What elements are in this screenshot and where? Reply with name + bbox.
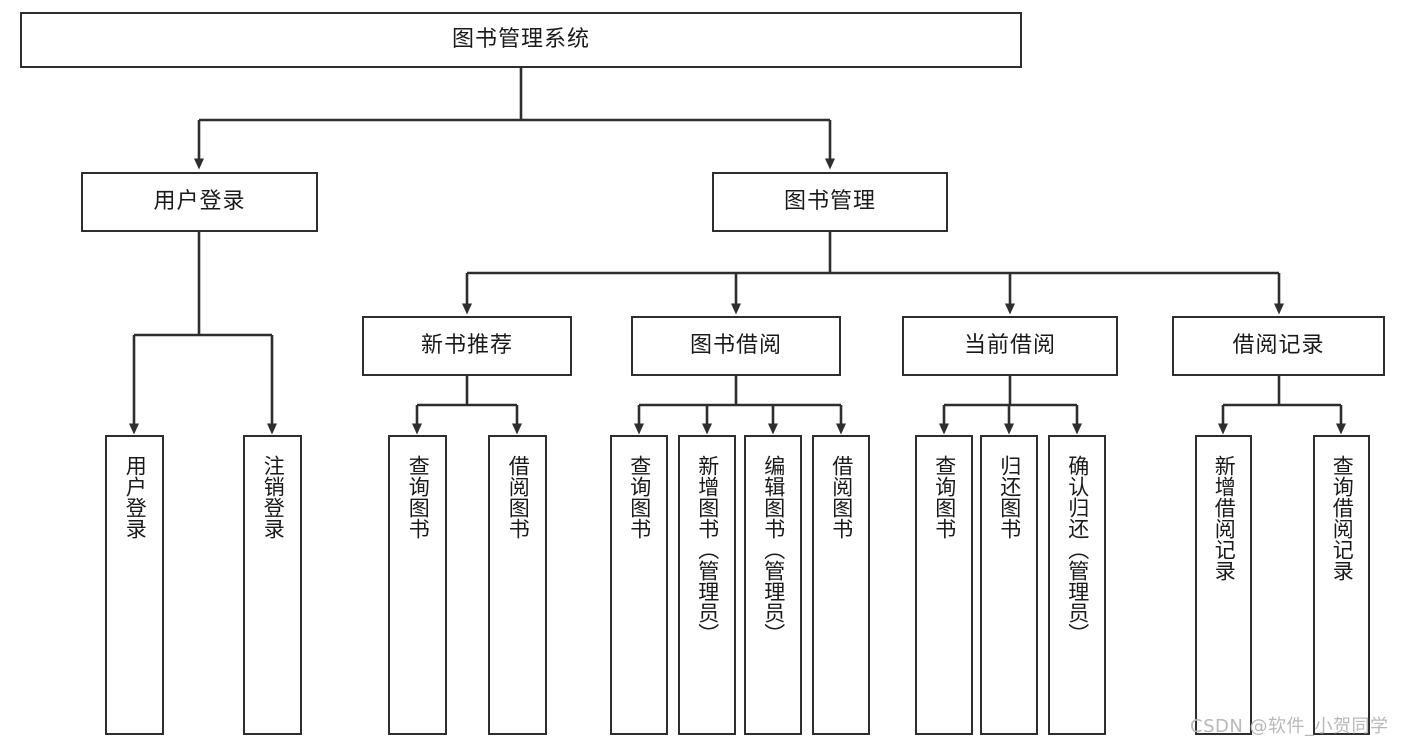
node-label: 图书管理系统 xyxy=(451,26,590,52)
leaf-records-add-record[interactable]: 新增借阅记录 xyxy=(1195,435,1252,735)
node-label: 用户登录 xyxy=(123,455,148,539)
node-label: 注销登录 xyxy=(261,455,286,539)
leaf-book-borrow-query-book[interactable]: 查询图书 xyxy=(610,435,668,735)
leaf-current-borrow-confirm-return-admin[interactable]: 确认归还（管理员） xyxy=(1048,435,1106,735)
csdn-watermark: CSDN @软件_小贺同学 xyxy=(1190,716,1389,737)
node-label: 新增图书（管理员） xyxy=(695,455,720,644)
leaf-book-borrow-add-book-admin[interactable]: 新增图书（管理员） xyxy=(678,435,736,735)
node-label: 归还图书 xyxy=(997,455,1022,539)
node-root-book-management-system[interactable]: 图书管理系统 xyxy=(20,12,1022,68)
leaf-records-query-record[interactable]: 查询借阅记录 xyxy=(1313,435,1370,735)
node-label: 图书借阅 xyxy=(689,332,782,358)
node-book-management[interactable]: 图书管理 xyxy=(712,172,948,232)
node-label: 借阅图书 xyxy=(506,455,531,539)
node-label: 查询图书 xyxy=(932,455,957,539)
node-book-borrowing[interactable]: 图书借阅 xyxy=(631,316,841,376)
leaf-book-borrow-edit-book-admin[interactable]: 编辑图书（管理员） xyxy=(744,435,802,735)
leaf-current-borrow-return-book[interactable]: 归还图书 xyxy=(980,435,1038,735)
node-label: 新书推荐 xyxy=(420,332,513,358)
leaf-book-borrow-borrow-book[interactable]: 借阅图书 xyxy=(812,435,870,735)
node-new-book-recommendation[interactable]: 新书推荐 xyxy=(362,316,572,376)
leaf-user-login-login[interactable]: 用户登录 xyxy=(105,435,164,735)
leaf-user-login-logout[interactable]: 注销登录 xyxy=(243,435,302,735)
node-label: 查询图书 xyxy=(406,455,431,539)
node-current-borrowing[interactable]: 当前借阅 xyxy=(902,316,1118,376)
node-label: 当前借阅 xyxy=(963,332,1056,358)
node-label: 图书管理 xyxy=(783,188,876,214)
node-label: 用户登录 xyxy=(153,188,246,214)
leaf-current-borrow-query-book[interactable]: 查询图书 xyxy=(915,435,973,735)
node-user-login[interactable]: 用户登录 xyxy=(81,172,318,232)
node-borrowing-records[interactable]: 借阅记录 xyxy=(1172,316,1385,376)
node-label: 编辑图书（管理员） xyxy=(761,455,786,644)
node-label: 确认归还（管理员） xyxy=(1065,455,1090,644)
leaf-new-books-borrow-book[interactable]: 借阅图书 xyxy=(488,435,547,735)
leaf-new-books-query-book[interactable]: 查询图书 xyxy=(388,435,447,735)
node-label: 新增借阅记录 xyxy=(1212,455,1237,581)
node-label: 借阅记录 xyxy=(1232,332,1325,358)
node-label: 查询借阅记录 xyxy=(1330,455,1355,581)
node-label: 借阅图书 xyxy=(829,455,854,539)
node-label: 查询图书 xyxy=(627,455,652,539)
